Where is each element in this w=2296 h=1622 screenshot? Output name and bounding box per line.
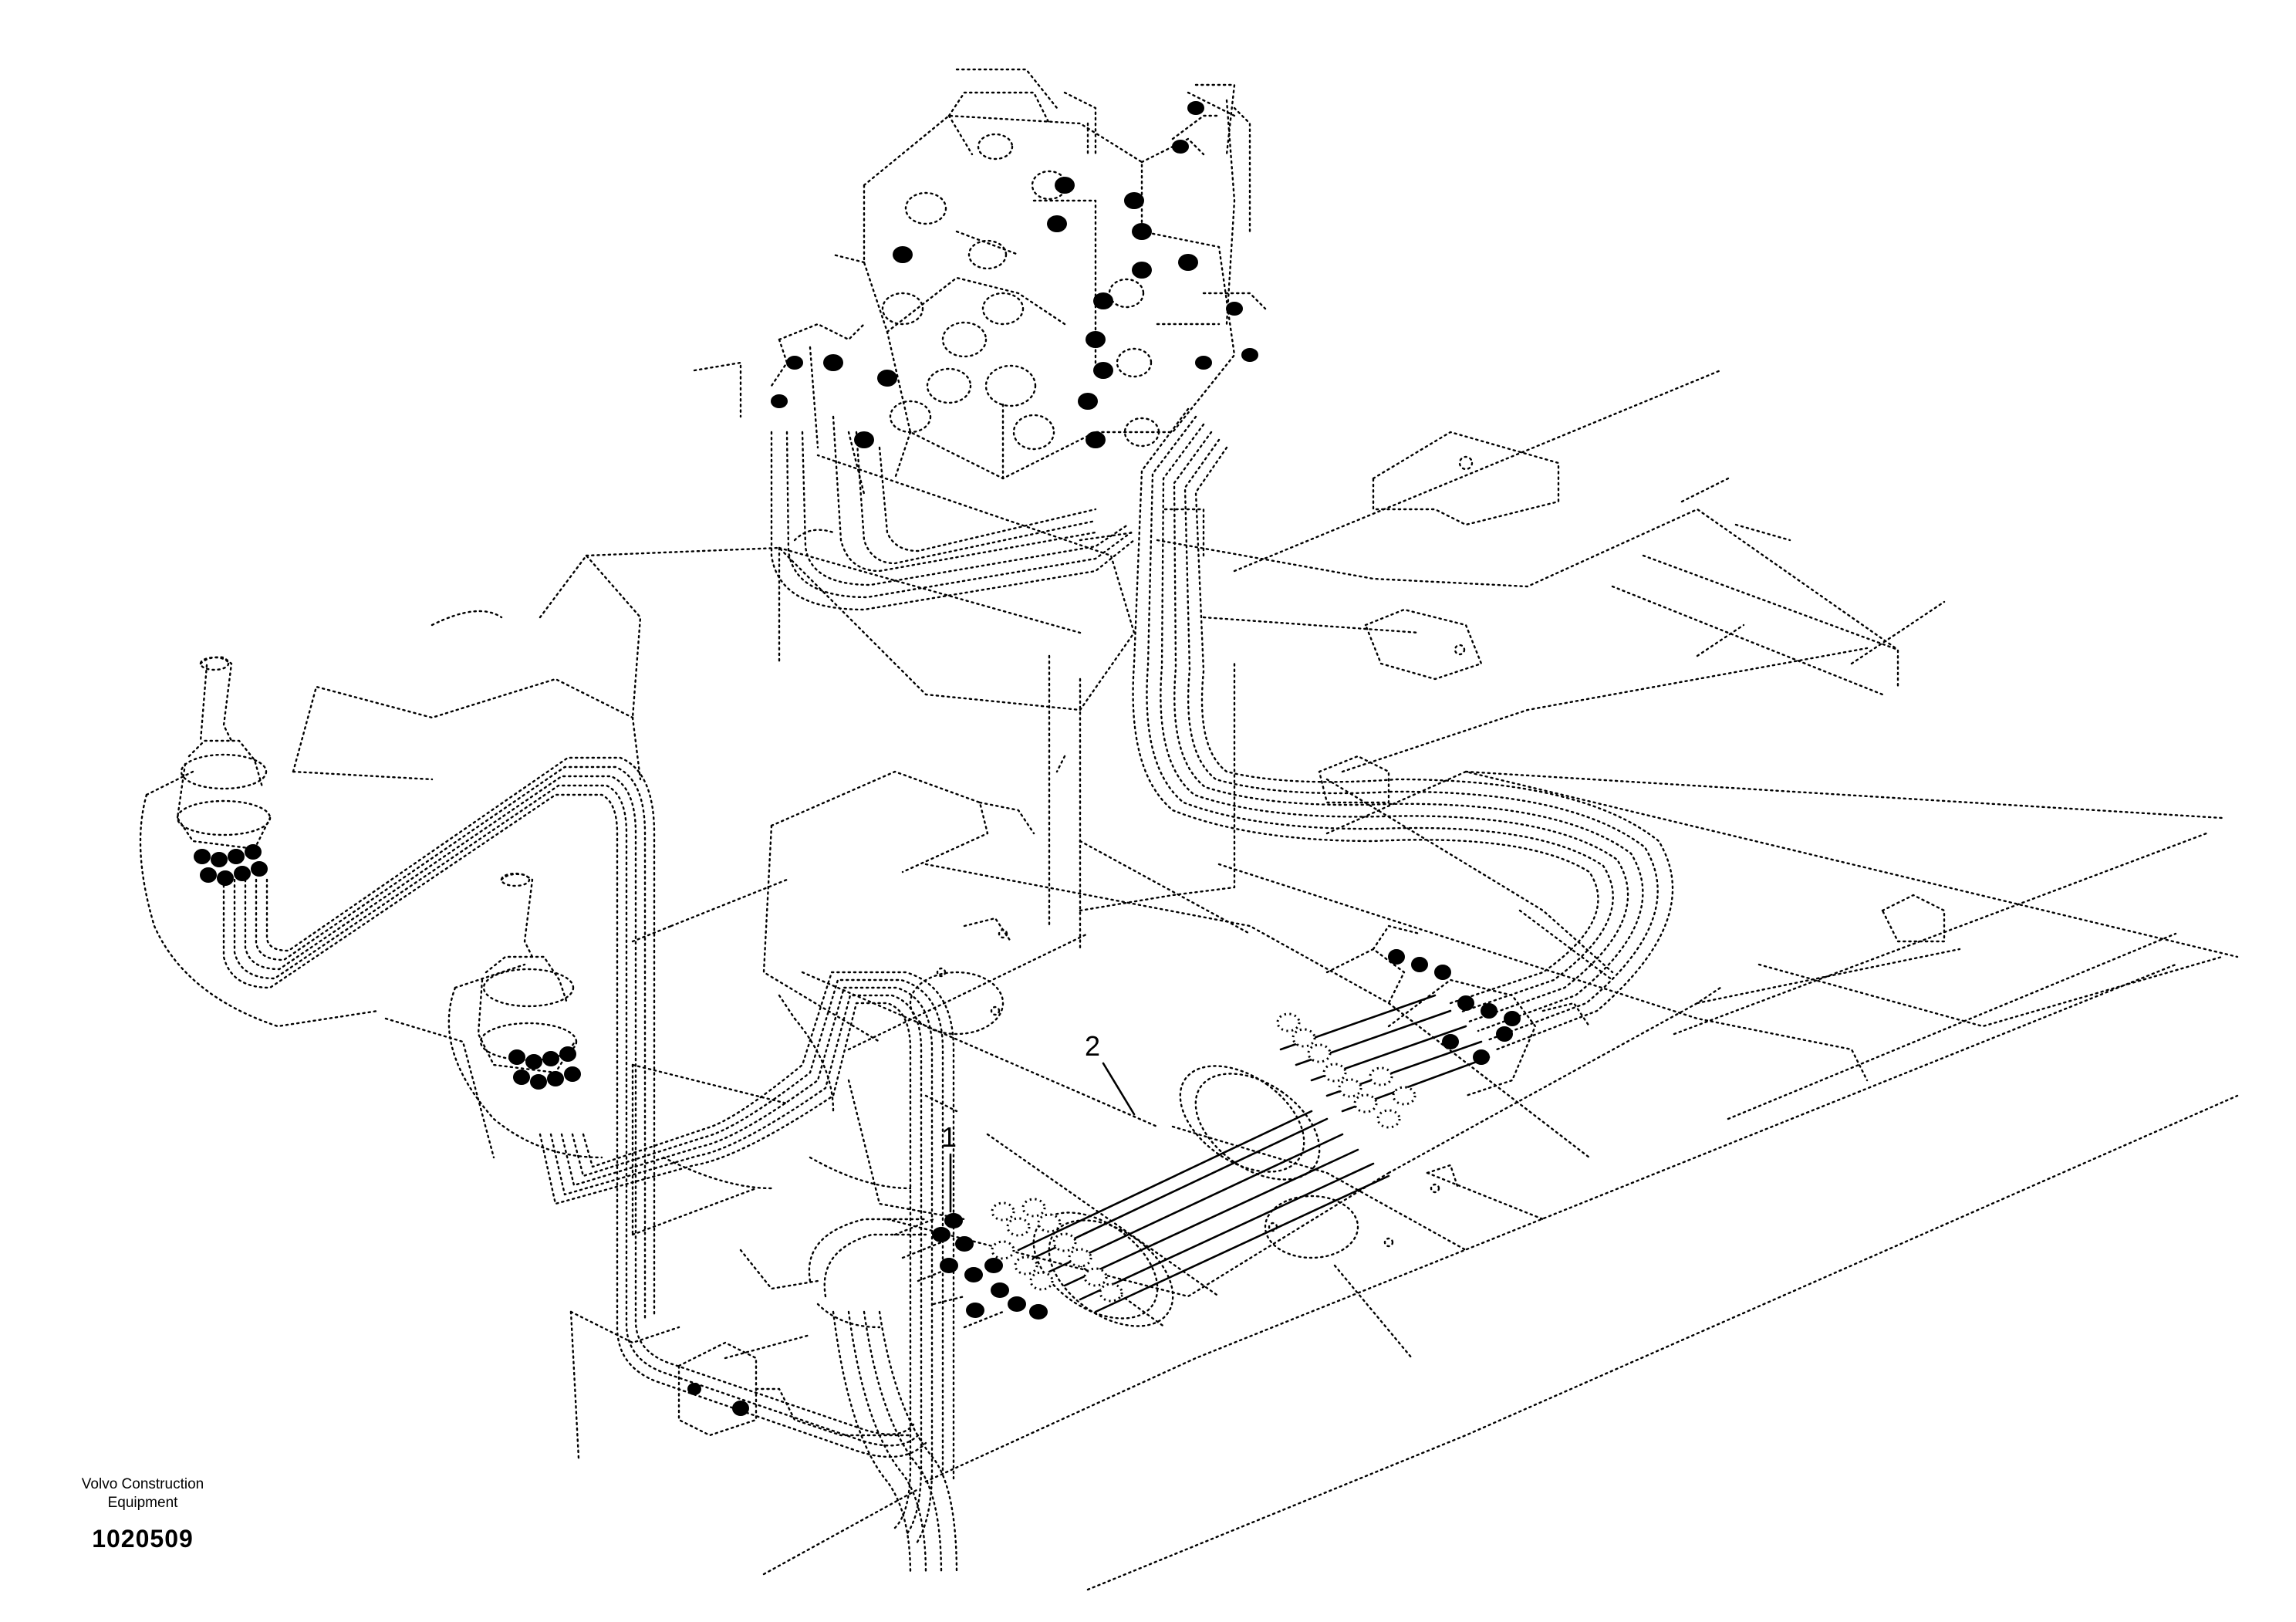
seat-console (139, 454, 1236, 1460)
hose-bundle-valve-to-connector (1079, 407, 1674, 1051)
joystick-right (477, 872, 581, 1090)
hose-kit-item-2 (991, 924, 1591, 1327)
manufacturer-name: Volvo Construction Equipment (81, 1476, 204, 1511)
callout-2-label: 2 (1085, 1030, 1100, 1062)
callout-1-label: 1 (941, 1121, 957, 1153)
joystick-left (176, 656, 272, 886)
hose-bundle-joystick-right (539, 971, 958, 1576)
figure-number: 1020509 (92, 1525, 194, 1553)
lower-coupling (677, 1094, 958, 1437)
control-valve-block (693, 68, 1267, 495)
figure-caption: Volvo Construction Equipment 1020509 (46, 1475, 239, 1553)
valve-fittings (771, 101, 1258, 448)
platform-frame (762, 369, 2239, 1591)
hose-bundle-lower-loop (724, 1218, 927, 1360)
hose-bundle-valve-left (770, 415, 1136, 611)
hose-bundle-joystick-left (222, 756, 927, 1458)
hose-end-fittings (991, 1012, 1416, 1303)
platform-details (909, 431, 1946, 1259)
callout-1: 1 (941, 1121, 957, 1213)
adapter-fittings-item-1 (893, 1213, 1048, 1329)
callout-2: 2 (1085, 1030, 1136, 1116)
